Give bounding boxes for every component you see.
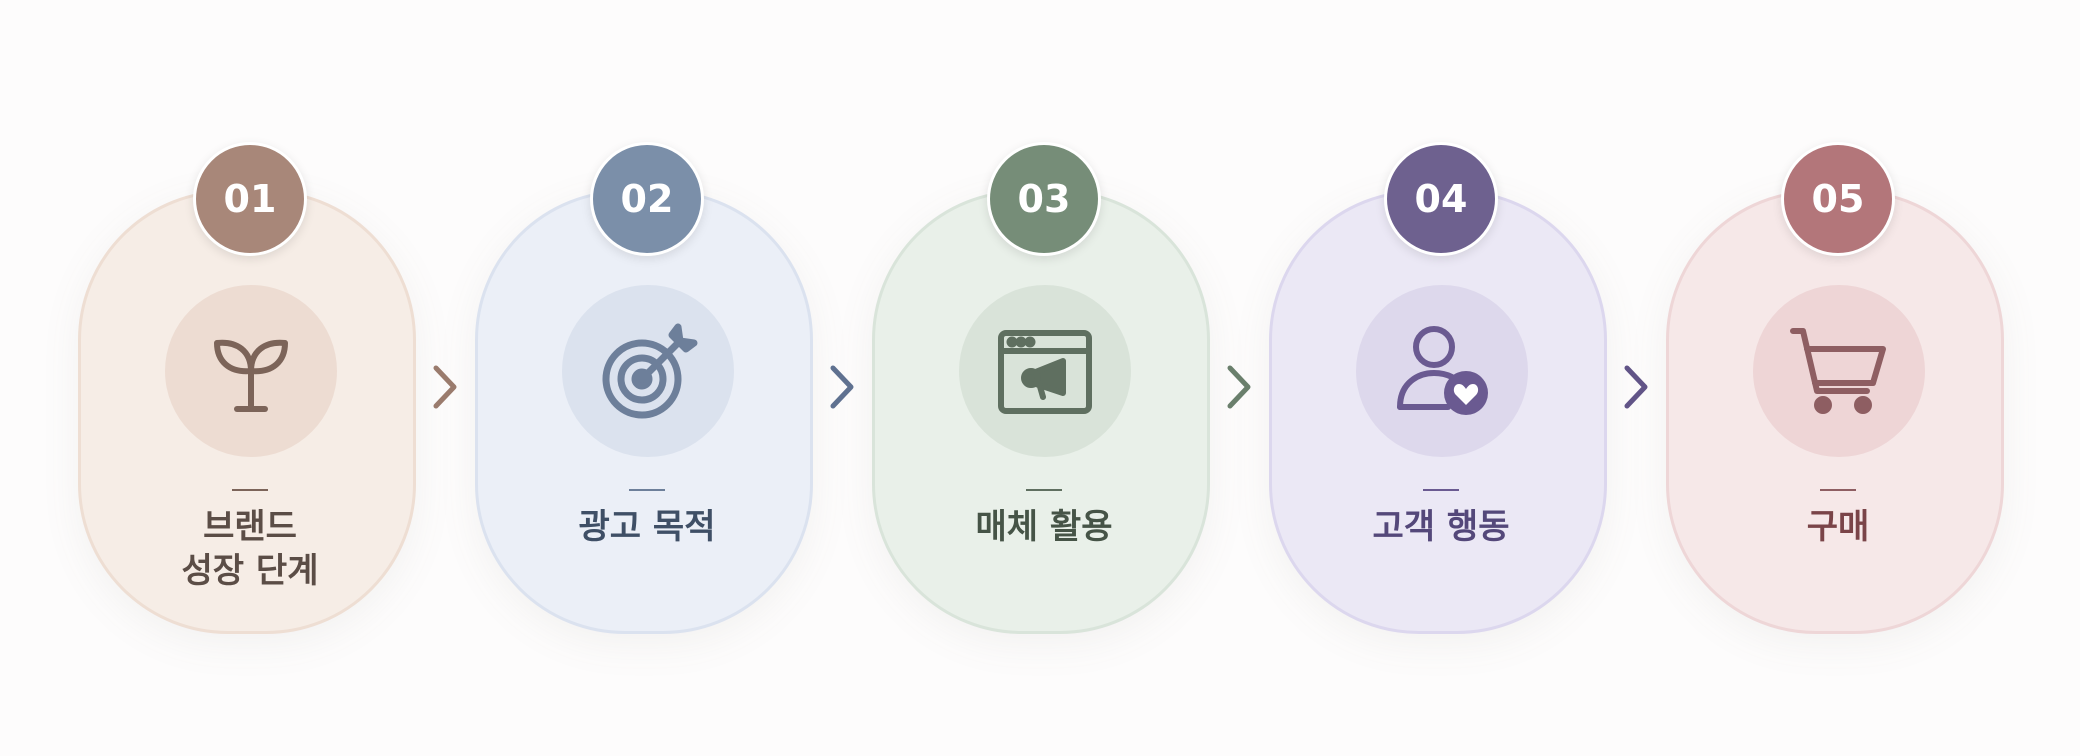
step-number-badge: 04 xyxy=(1384,142,1498,256)
chevron-right-icon xyxy=(433,365,457,409)
chevron-right-icon xyxy=(1227,365,1251,409)
icon-circle xyxy=(1753,285,1925,457)
step-number-badge: 03 xyxy=(987,142,1101,256)
step-card-5: 구매 xyxy=(1666,190,2004,634)
browser-megaphone-icon xyxy=(998,330,1092,414)
divider xyxy=(629,489,665,491)
icon-circle xyxy=(165,285,337,457)
icon-circle xyxy=(1356,285,1528,457)
icon-circle xyxy=(562,285,734,457)
sprout-icon xyxy=(214,339,288,412)
shopping-cart-icon xyxy=(1790,328,1886,414)
step-label: 고객 행동 xyxy=(1372,507,1510,547)
chevron-right-icon xyxy=(830,365,854,409)
divider xyxy=(232,489,268,491)
icon-circle xyxy=(959,285,1131,457)
user-heart-icon xyxy=(1397,326,1488,415)
step-label: 광고 목적 xyxy=(578,507,716,547)
step-number-badge: 01 xyxy=(193,142,307,256)
step-number-badge: 05 xyxy=(1781,142,1895,256)
divider xyxy=(1820,489,1856,491)
chevron-right-icon xyxy=(1624,365,1648,409)
step-card-3: 매체 활용 xyxy=(872,190,1210,634)
step-number-badge: 02 xyxy=(590,142,704,256)
divider xyxy=(1423,489,1459,491)
target-arrow-icon xyxy=(602,323,698,419)
step-card-1: 브랜드 성장 단계 xyxy=(78,190,416,634)
divider xyxy=(1026,489,1062,491)
step-card-4: 고객 행동 xyxy=(1269,190,1607,634)
step-card-2: 광고 목적 xyxy=(475,190,813,634)
step-label: 브랜드 성장 단계 xyxy=(181,507,319,591)
step-label: 매체 활용 xyxy=(975,507,1113,547)
step-label: 구매 xyxy=(1806,507,1870,547)
